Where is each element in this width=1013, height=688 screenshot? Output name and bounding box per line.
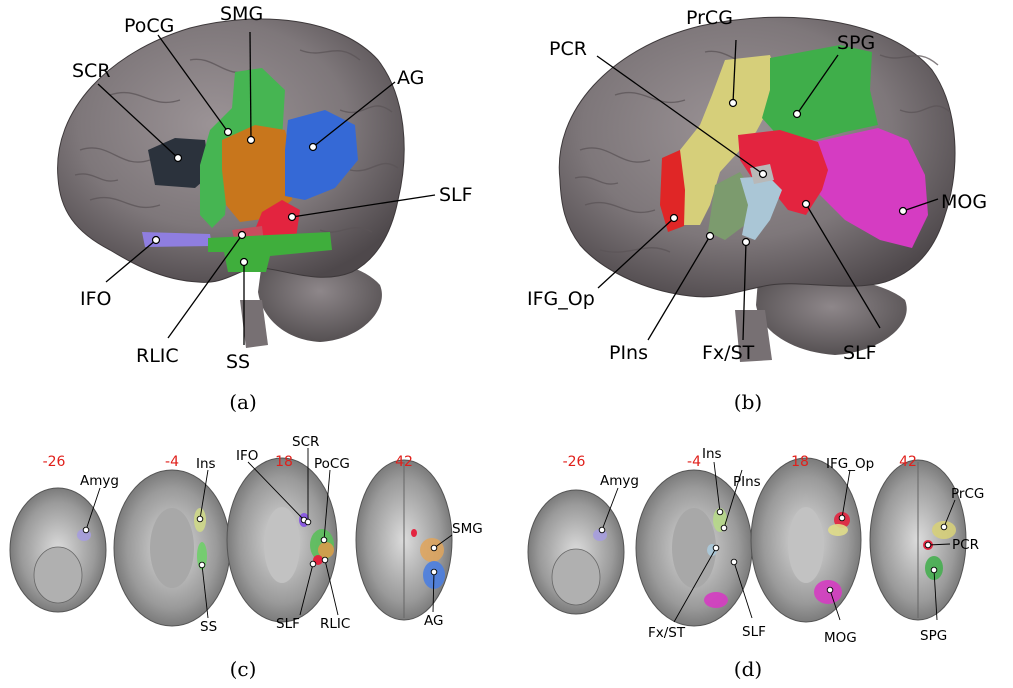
axial-slices-c [9, 457, 453, 627]
label-spg-d: SPG [920, 628, 947, 644]
labels-d: Amyg Ins PIns IFG_Op PrCG PCR Fx/ST SLF … [600, 446, 984, 646]
slice-number-d-2: -4 [687, 454, 701, 470]
axial-slices-d [527, 457, 967, 627]
region-prcg-b [676, 55, 778, 225]
label-fxst-b: Fx/ST [702, 342, 755, 364]
panel-a: PoCG SMG SCR AG SLF IFO RLIC SS (a) [57, 3, 473, 414]
label-ss-a: SS [226, 351, 250, 373]
slice-c-1 [9, 487, 107, 613]
label-slf-b: SLF [843, 342, 877, 364]
pointers-a [97, 31, 436, 345]
label-prcg-b: PrCG [686, 7, 733, 29]
regions-b [660, 45, 928, 248]
cerebellum-a [258, 257, 382, 342]
label-mog-b: MOG [941, 191, 987, 213]
slice-numbers-c: -26 -4 18 42 [43, 454, 413, 470]
pointers-c [82, 448, 453, 619]
caption-c: (c) [230, 657, 257, 681]
region-mog-b [808, 128, 928, 248]
slice-number-d-4: 42 [899, 454, 917, 470]
region-spg-b [762, 45, 878, 140]
label-pcr-d: PCR [952, 537, 979, 553]
caption-b: (b) [734, 390, 762, 414]
region-scr-a [148, 138, 210, 188]
panel-b: PrCG PCR SPG MOG IFG_Op PIns Fx/ST SLF (… [527, 7, 987, 414]
slice-number-c-4: 42 [395, 454, 413, 470]
label-smg-a: SMG [220, 3, 263, 25]
label-ag-a: AG [397, 67, 424, 89]
regions-a [142, 68, 358, 272]
label-pcr-b: PCR [549, 38, 587, 60]
label-amyg-d: Amyg [600, 473, 639, 489]
label-slf-d: SLF [742, 624, 766, 640]
labels-c: Amyg Ins IFO SCR PoCG SMG SS SLF RLIC AG [80, 434, 483, 635]
region-ifo-a [142, 232, 212, 247]
brainstem-b [735, 310, 772, 362]
label-pins-b: PIns [609, 342, 648, 364]
caption-d: (d) [734, 657, 762, 681]
label-ifo-a: IFO [80, 288, 112, 310]
label-smg-c: SMG [452, 521, 483, 537]
slice-number-d-3: 18 [791, 454, 809, 470]
label-ifg-op-d: IFG_Op [826, 456, 874, 472]
region-pocg-a [200, 68, 285, 228]
label-spg-b: SPG [837, 32, 875, 54]
labels-b: PrCG PCR SPG MOG IFG_Op PIns Fx/ST SLF [527, 7, 987, 364]
region-smg-a [222, 125, 293, 222]
brainstem-a [240, 300, 268, 348]
labels-a: PoCG SMG SCR AG SLF IFO RLIC SS [72, 3, 473, 373]
panel-c: -26 -4 18 42 Amyg Ins IFO SCR PoCG SMG S… [9, 434, 483, 681]
slice-c-4 [355, 459, 453, 621]
label-ss-c: SS [200, 619, 217, 635]
label-rlic-a: RLIC [136, 345, 179, 367]
label-scr-c: SCR [292, 434, 319, 450]
slice-d-3 [750, 457, 862, 623]
label-pocg-a: PoCG [124, 15, 174, 37]
label-slf-a: SLF [439, 184, 473, 206]
label-prcg-d: PrCG [951, 486, 984, 502]
slice-c-3 [226, 457, 338, 623]
label-fxst-d: Fx/ST [648, 625, 686, 641]
label-rlic-c: RLIC [320, 616, 350, 632]
slice-d-2 [635, 469, 753, 627]
label-ag-c: AG [424, 613, 443, 629]
label-slf-c: SLF [276, 616, 300, 632]
cerebellum-b [756, 274, 907, 355]
slice-d-1 [527, 489, 625, 615]
region-pins-b [708, 172, 752, 240]
slice-number-c-2: -4 [165, 454, 179, 470]
panel-d: -26 -4 18 42 Amyg Ins PIns IFG_Op PrCG P… [527, 446, 984, 681]
caption-a: (a) [229, 390, 257, 414]
label-scr-a: SCR [72, 60, 111, 82]
pointers-d [598, 461, 956, 623]
label-ifg-op-b: IFG_Op [527, 288, 595, 310]
region-slf-a [254, 200, 300, 245]
label-amyg-c: Amyg [80, 473, 119, 489]
label-ifo-c: IFO [236, 448, 258, 464]
region-ss-a [208, 232, 332, 272]
slice-number-c-3: 18 [275, 454, 293, 470]
region-slf-b [738, 130, 828, 215]
label-ins-c: Ins [196, 456, 216, 472]
label-pins-d: PIns [733, 474, 761, 490]
slice-number-d-1: -26 [563, 454, 586, 470]
slice-number-c-1: -26 [43, 454, 66, 470]
slice-numbers-d: -26 -4 18 42 [563, 454, 917, 470]
region-ag-a [285, 110, 358, 200]
slice-c-2 [113, 469, 231, 627]
pointers-b [596, 39, 939, 341]
label-pocg-c: PoCG [314, 456, 350, 472]
region-fxst-b [740, 176, 782, 240]
region-ifg-op-b [660, 150, 685, 232]
label-mog-d: MOG [824, 630, 857, 646]
label-ins-d: Ins [702, 446, 722, 462]
